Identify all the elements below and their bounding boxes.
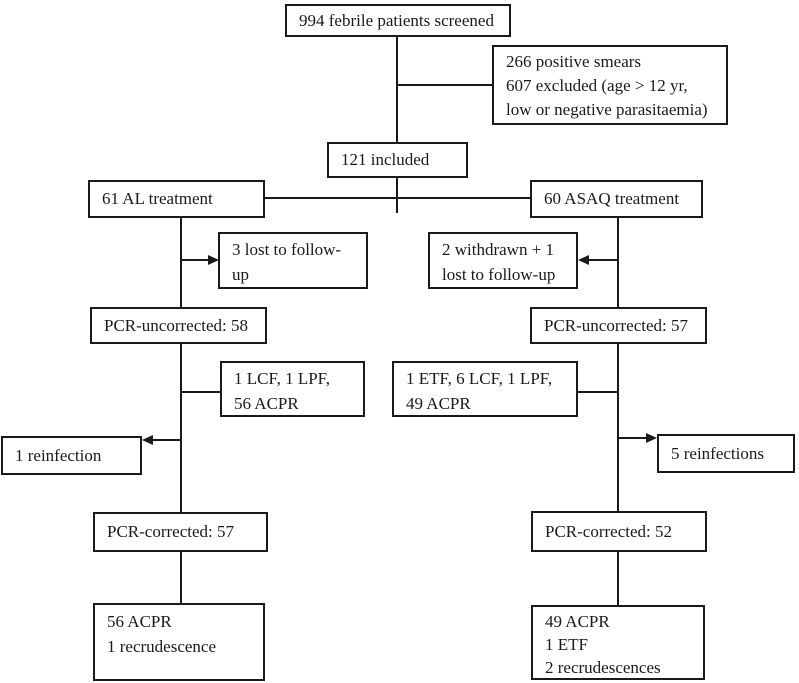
node-asaq-treatment: 60 ASAQ treatment bbox=[530, 180, 703, 218]
node-text-line: 1 reinfection bbox=[15, 445, 102, 465]
node-text-line: 60 ASAQ treatment bbox=[544, 189, 680, 208]
node-al-pcr-uncorrected: PCR-uncorrected: 58 bbox=[90, 307, 267, 344]
node-asaq-pcr-uncorrected: PCR-uncorrected: 57 bbox=[530, 307, 707, 344]
connector-line bbox=[151, 439, 181, 441]
node-text-line: 1 ETF, 6 LCF, 1 LPF, bbox=[406, 369, 553, 388]
node-included: 121 included bbox=[327, 142, 468, 178]
node-asaq-pcr-corrected: PCR-corrected: 52 bbox=[531, 511, 707, 552]
arrowhead-right-icon bbox=[208, 255, 219, 265]
arrowhead-right-icon bbox=[646, 433, 657, 443]
node-al-pcr-corrected: PCR-corrected: 57 bbox=[93, 512, 268, 552]
node-text-line: 1 LCF, 1 LPF, bbox=[234, 369, 330, 388]
node-asaq-reinfections: 5 reinfections bbox=[657, 434, 795, 473]
connector-line bbox=[180, 552, 182, 603]
node-screened: 994 febrile patients screened bbox=[285, 4, 511, 37]
node-text-line: 56 ACPR bbox=[234, 394, 299, 413]
node-text-line: 49 ACPR bbox=[545, 612, 610, 631]
node-text-line: up bbox=[232, 265, 249, 284]
node-text-line: 1 recrudescence bbox=[107, 637, 217, 656]
node-al-reinfection: 1 reinfection bbox=[1, 436, 142, 475]
node-text-line: 2 withdrawn + 1 bbox=[442, 240, 555, 259]
node-text-line: 3 lost to follow- bbox=[232, 240, 342, 259]
connector-line bbox=[617, 552, 619, 605]
node-text-line: 121 included bbox=[341, 150, 430, 169]
connector-line bbox=[180, 218, 182, 307]
connector-line bbox=[578, 391, 617, 393]
node-text-line: 994 febrile patients screened bbox=[299, 10, 494, 30]
node-text-line: 56 ACPR bbox=[107, 612, 172, 631]
node-text-line: PCR-uncorrected: 57 bbox=[544, 315, 688, 335]
connector-line bbox=[180, 344, 182, 512]
node-al-treatment: 61 AL treatment bbox=[88, 180, 265, 218]
connector-line bbox=[397, 84, 492, 86]
node-text-line: PCR-uncorrected: 58 bbox=[104, 315, 248, 335]
connector-line bbox=[619, 437, 648, 439]
node-text-line: 61 AL treatment bbox=[102, 189, 213, 208]
node-asaq-final-outcomes: 49 ACPR 1 ETF 2 recrudescences bbox=[531, 605, 705, 680]
node-al-lost-to-follow-up: 3 lost to follow- up bbox=[218, 232, 368, 289]
node-al-final-outcomes: 56 ACPR 1 recrudescence bbox=[93, 603, 265, 681]
node-excluded: 266 positive smears 607 excluded (age > … bbox=[492, 45, 728, 125]
connector-line bbox=[182, 259, 210, 261]
connector-line bbox=[617, 344, 619, 511]
node-text-line: 607 excluded (age > 12 yr, bbox=[506, 76, 688, 95]
node-text-line: lost to follow-up bbox=[442, 265, 556, 284]
node-text-line: low or negative parasitaemia) bbox=[506, 100, 708, 119]
node-text-line: PCR-corrected: 57 bbox=[107, 522, 234, 541]
node-al-outcome-classification: 1 LCF, 1 LPF, 56 ACPR bbox=[220, 361, 365, 417]
connector-line bbox=[617, 218, 619, 307]
connector-line bbox=[396, 178, 398, 213]
node-text-line: 5 reinfections bbox=[671, 443, 764, 463]
node-asaq-outcome-classification: 1 ETF, 6 LCF, 1 LPF, 49 ACPR bbox=[392, 361, 578, 417]
node-text-line: 49 ACPR bbox=[406, 394, 471, 413]
node-text-line: 2 recrudescences bbox=[545, 658, 661, 677]
node-text-line: 1 ETF bbox=[545, 635, 588, 654]
connector-line bbox=[396, 37, 398, 142]
connector-line bbox=[587, 259, 617, 261]
arrowhead-left-icon bbox=[142, 435, 153, 445]
connector-line bbox=[182, 391, 220, 393]
node-asaq-withdrawn: 2 withdrawn + 1 lost to follow-up bbox=[428, 232, 578, 289]
node-text-line: PCR-corrected: 52 bbox=[545, 521, 672, 541]
arrowhead-left-icon bbox=[578, 255, 589, 265]
connector-line bbox=[264, 197, 531, 199]
node-text-line: 266 positive smears bbox=[506, 52, 642, 71]
